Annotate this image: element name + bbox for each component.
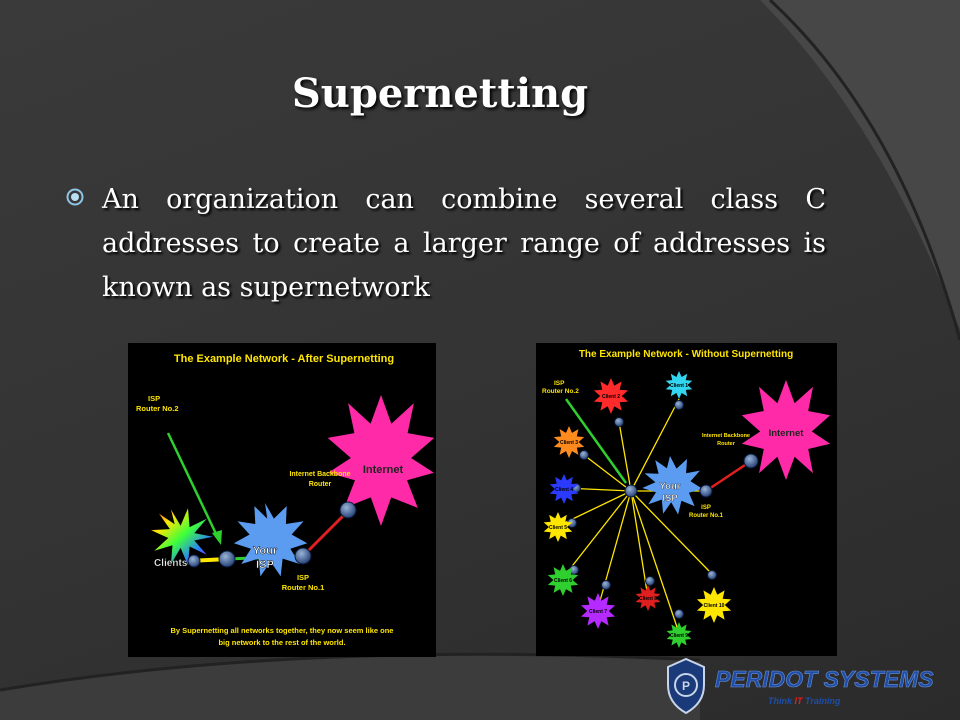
your-isp-label-line2: ISP [662,493,678,504]
client-star [696,587,732,623]
client-label: Client 10 [704,603,725,609]
router-icon [624,484,638,498]
your-isp-label-line1: Your [660,481,681,492]
backbone-label-line1: Internet Backbone [702,433,750,439]
router-icon [674,609,684,619]
internet-label: Internet [363,464,404,476]
client-label: Client 6 [554,578,572,584]
svg-text:P: P [682,679,690,693]
isp-router1-label-line2: Router No.1 [282,583,325,592]
router-icon [699,484,713,498]
isp-router1-label-line2: Router No.1 [689,513,724,519]
peridot-systems-logo: P PERIDOT SYSTEMS Think IT Training [660,655,960,720]
client-star [553,426,585,458]
figure-caption-line2: big network to the rest of the world. [218,638,345,647]
router-icon [187,554,201,568]
router-icon [579,450,589,460]
router-icon [743,453,759,469]
isp-router2-label-line2: Router No.2 [136,404,179,413]
backbone-label-line2: Router [309,481,332,488]
router-icon [218,550,236,568]
router-icon [674,400,684,410]
shield-icon [667,657,705,715]
figure-caption-line1: By Supernetting all networks together, t… [171,626,394,635]
backbone-label-line2: Router [717,441,736,447]
clients-label: Clients [154,558,188,569]
client-star [665,371,693,399]
client-label: Client 7 [589,609,607,615]
figure-title: The Example Network - Without Supernetti… [579,349,793,360]
client-star [547,564,579,596]
logo-tagline: Think IT Training [768,696,841,706]
router-icon [645,576,655,586]
router-icon [294,547,312,565]
client-star [666,622,692,648]
figure-title: The Example Network - After Supernetting [174,353,394,365]
page-title: Supernetting [291,70,589,117]
figure-without-supernetting: The Example Network - Without Supernetti… [536,343,837,656]
client-label: Client 1 [670,383,688,389]
client-star [635,585,661,611]
figure-after-supernetting: The Example Network - After Supernetting… [128,343,436,657]
router-icon [707,570,717,580]
your-isp-label-line1: Your [253,545,278,557]
isp-router2-label-line2: Router No.2 [542,388,579,395]
client-star [549,474,579,504]
isp-router1-label-line1: ISP [701,505,711,511]
internet-label: Internet [769,428,805,439]
isp-router2-label-line1: ISP [148,394,160,403]
your-isp-label-line2: ISP [256,559,274,571]
router-icon [601,580,611,590]
isp-router1-label-line1: ISP [297,573,309,582]
client-label: Client 9 [670,633,688,639]
isp-router2-label-line1: ISP [554,380,565,387]
logo-name: PERIDOT SYSTEMS [715,666,934,692]
bullet-point: An organization can combine several clas… [66,178,826,310]
client-star [580,593,616,629]
client-stars: Client 1 Client 2 Client 3 Client 4 Client 5… [543,371,732,648]
client-star [543,512,573,542]
circle-bullet-icon [66,188,84,206]
client-label: Client 5 [549,525,567,531]
router-icon [339,501,357,519]
client-label: Client 3 [560,440,578,446]
router-icon [614,417,624,427]
client-label: Client 8 [639,596,657,602]
client-star [593,378,629,414]
client-label: Client 4 [555,487,573,493]
bullet-text: An organization can combine several clas… [102,184,826,303]
client-label: Client 2 [602,394,620,400]
backbone-label-line1: Internet Backbone [289,471,350,478]
